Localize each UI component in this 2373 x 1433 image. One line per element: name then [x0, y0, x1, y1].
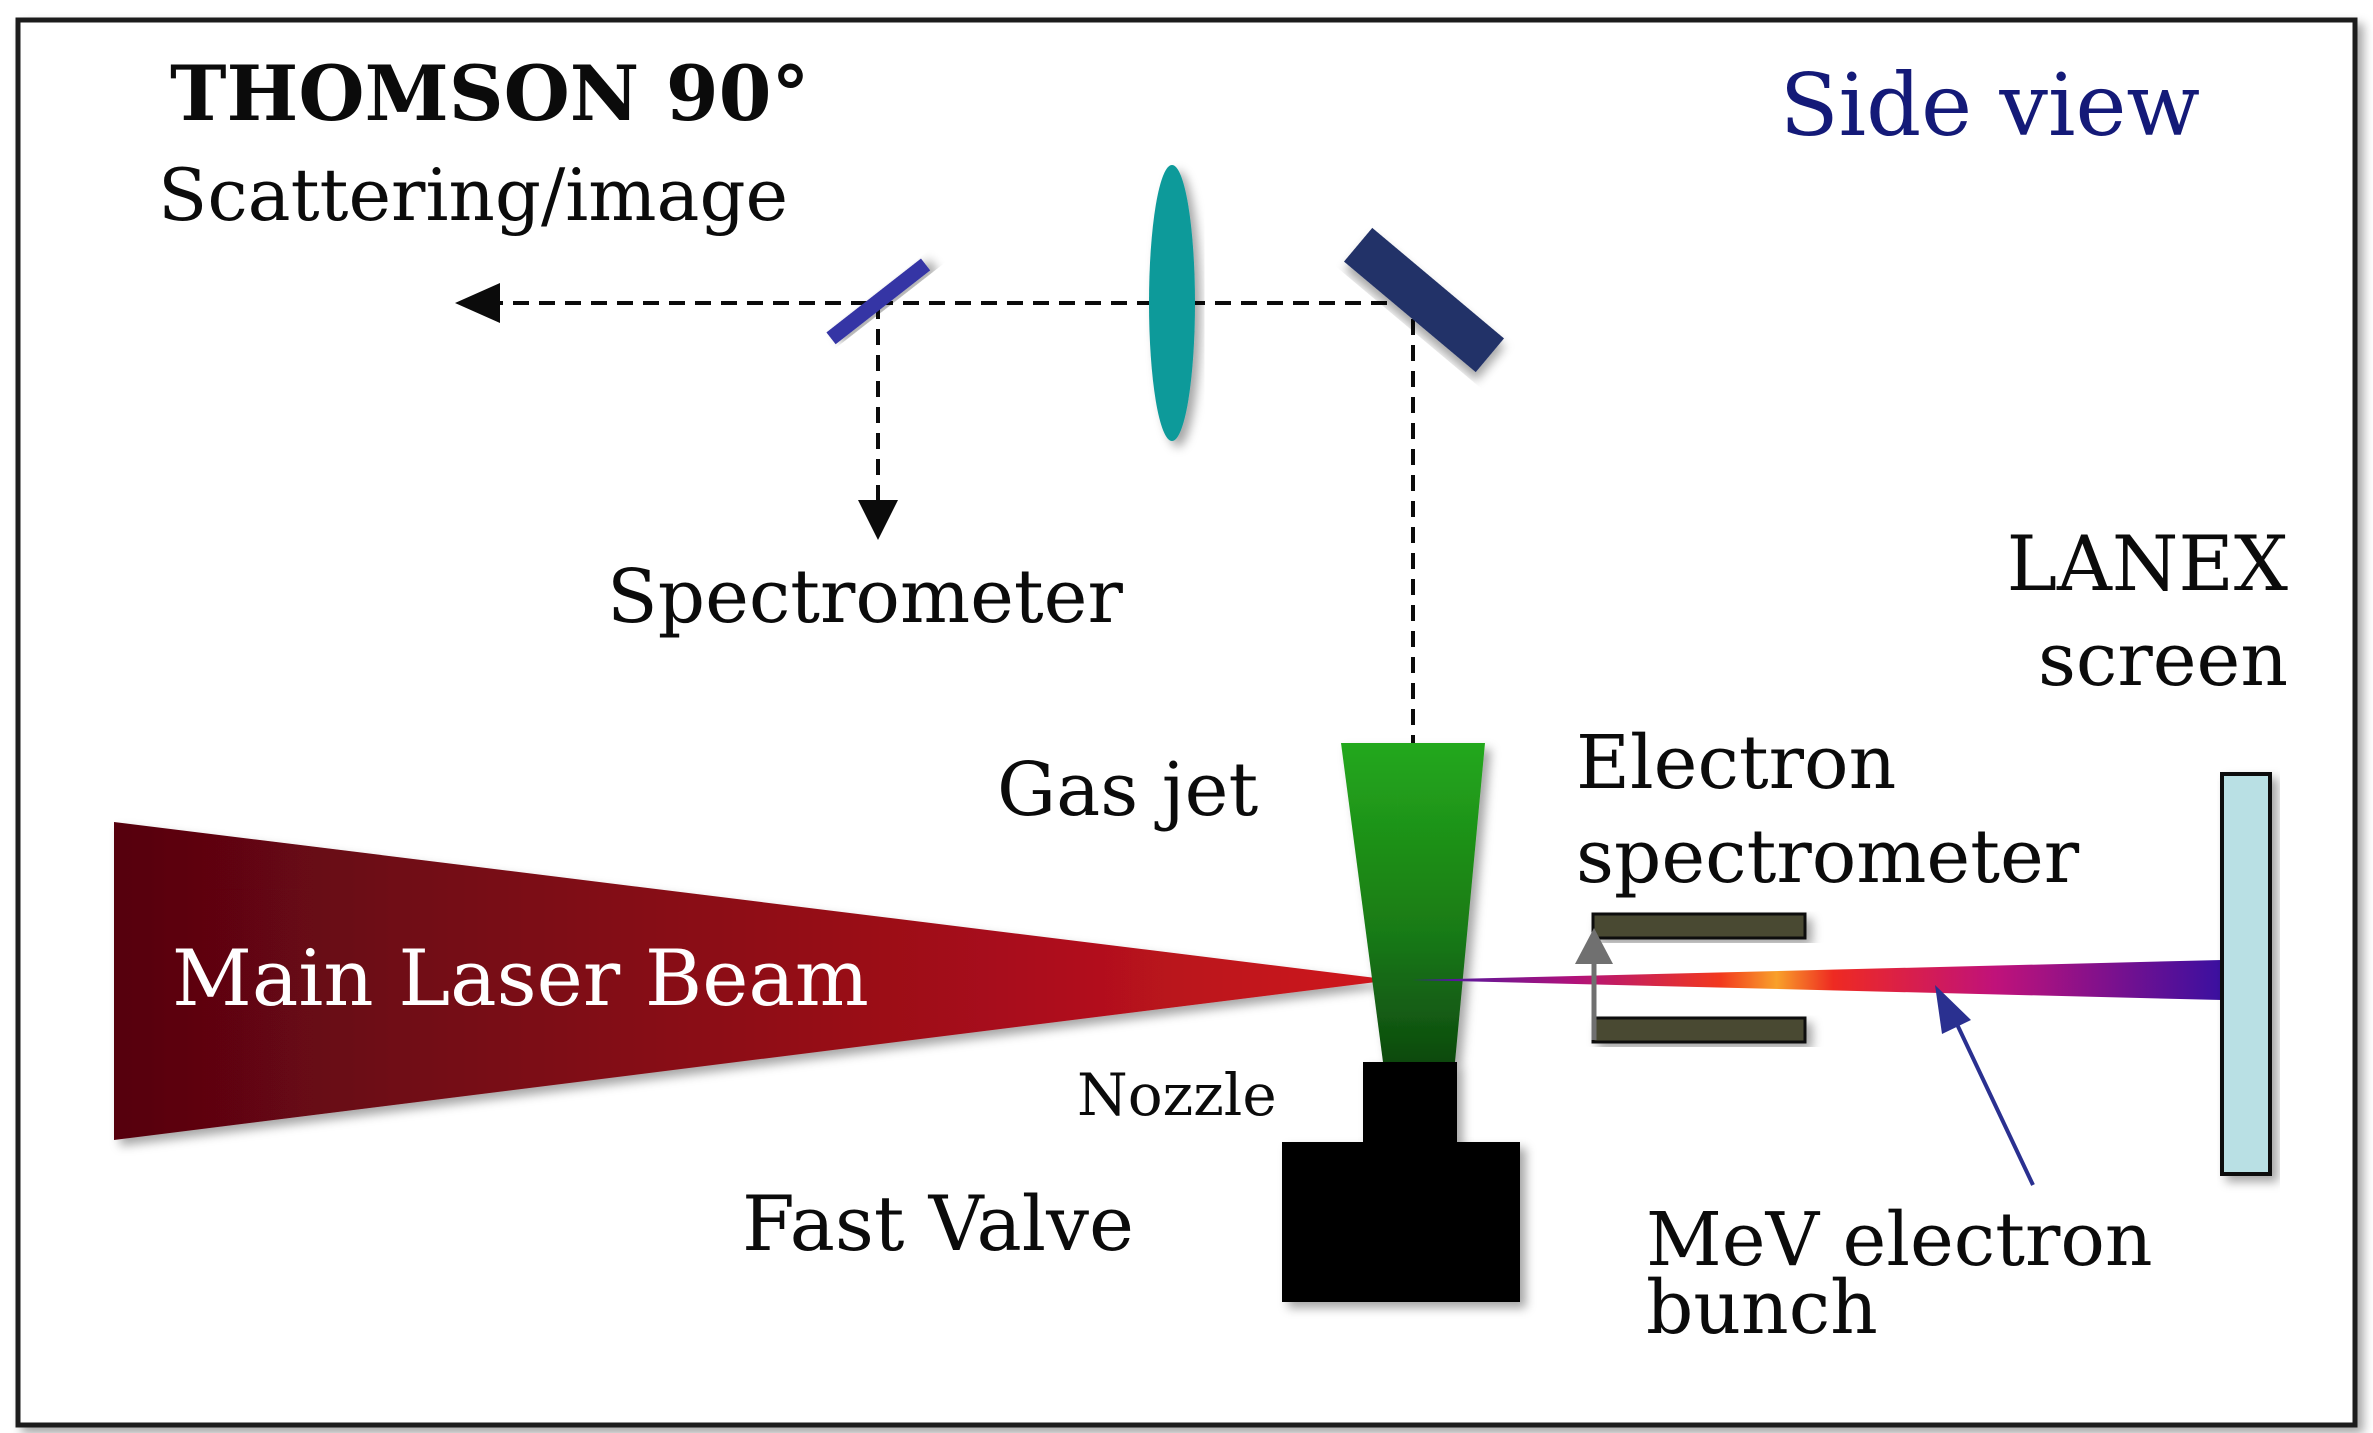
thomson-arrow-head [455, 283, 500, 323]
lanex-label-line1: LANEX [2007, 519, 2288, 608]
page-title: Side view [1780, 56, 2200, 156]
main-laser-beam-label: Main Laser Beam [172, 934, 869, 1024]
lanex-label-line2: screen [2038, 617, 2288, 703]
nozzle-label: Nozzle [1077, 1061, 1277, 1129]
fast-valve-label: Fast Valve [742, 1179, 1134, 1268]
electron-spectrometer-label-line1: Electron [1576, 720, 1896, 806]
gas-jet-label: Gas jet [997, 747, 1258, 833]
electron-beam [1412, 960, 2222, 1000]
mev-electron-label-line1: MeV electron [1646, 1197, 2153, 1283]
focusing-lens [1149, 165, 1195, 441]
lanex-screen [2220, 772, 2272, 1176]
mev-pointer-arrow-head [1935, 985, 1971, 1034]
thomson-label-line1: THOMSON 90° [170, 49, 809, 138]
gas-jet [1341, 743, 1485, 1062]
nozzle [1363, 1062, 1457, 1146]
fast-valve [1282, 1142, 1520, 1302]
electron-spectrometer-label-line2: spectrometer [1576, 814, 2080, 900]
spectrometer-arrow-head [858, 500, 898, 540]
beam-splitter [826, 258, 931, 345]
deflection-arrow-head [1575, 928, 1613, 964]
thomson-label-line2: Scattering/image [158, 153, 788, 237]
main-laser-beam [114, 822, 1392, 1140]
turning-mirror [1343, 227, 1505, 373]
magnet-plate-bottom [1591, 1016, 1807, 1044]
mev-pointer-arrow-shaft [1953, 1019, 2035, 1186]
spectrometer-label: Spectrometer [607, 554, 1123, 640]
mev-electron-label-line2: bunch [1646, 1265, 1878, 1351]
magnet-plate-top [1591, 912, 1807, 940]
